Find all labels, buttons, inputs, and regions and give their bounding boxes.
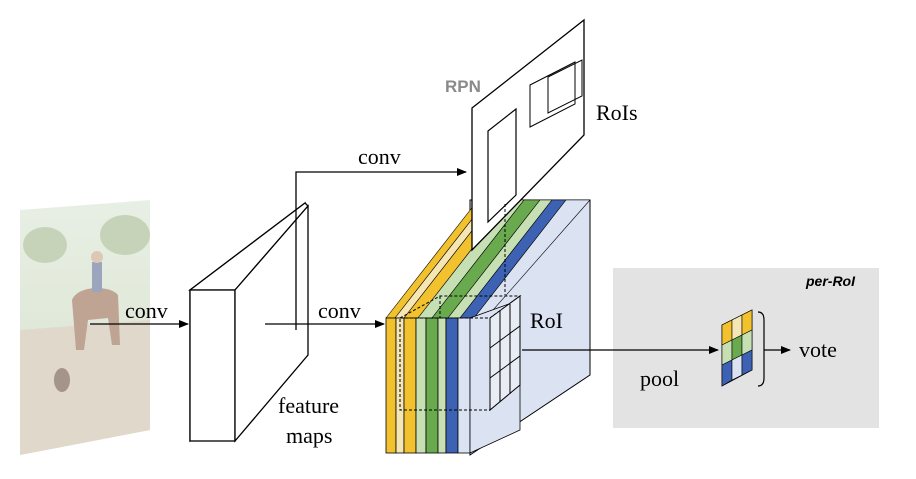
- input-image-icon: [20, 200, 150, 455]
- vote-bracket: [757, 311, 765, 387]
- pool-label: pool: [640, 366, 679, 391]
- conv-mid-label: conv: [318, 298, 361, 323]
- conv-input-label: conv: [125, 298, 168, 323]
- pooled-score-block: [721, 309, 753, 387]
- per-roi-label: per-RoI: [805, 273, 856, 289]
- feature-maps-label-line1: feature: [278, 393, 339, 418]
- feature-maps-label-line2: maps: [286, 423, 332, 448]
- rpn-label: RPN: [445, 77, 481, 96]
- roi-label: RoI: [530, 308, 563, 333]
- rois-label: RoIs: [596, 100, 638, 125]
- rpn-proposal-sheet: [471, 18, 585, 252]
- vote-label: vote: [799, 337, 837, 362]
- conv-arrow-rpn: [295, 168, 467, 330]
- conv-top-label: conv: [358, 144, 401, 169]
- roi-grid: [399, 295, 522, 412]
